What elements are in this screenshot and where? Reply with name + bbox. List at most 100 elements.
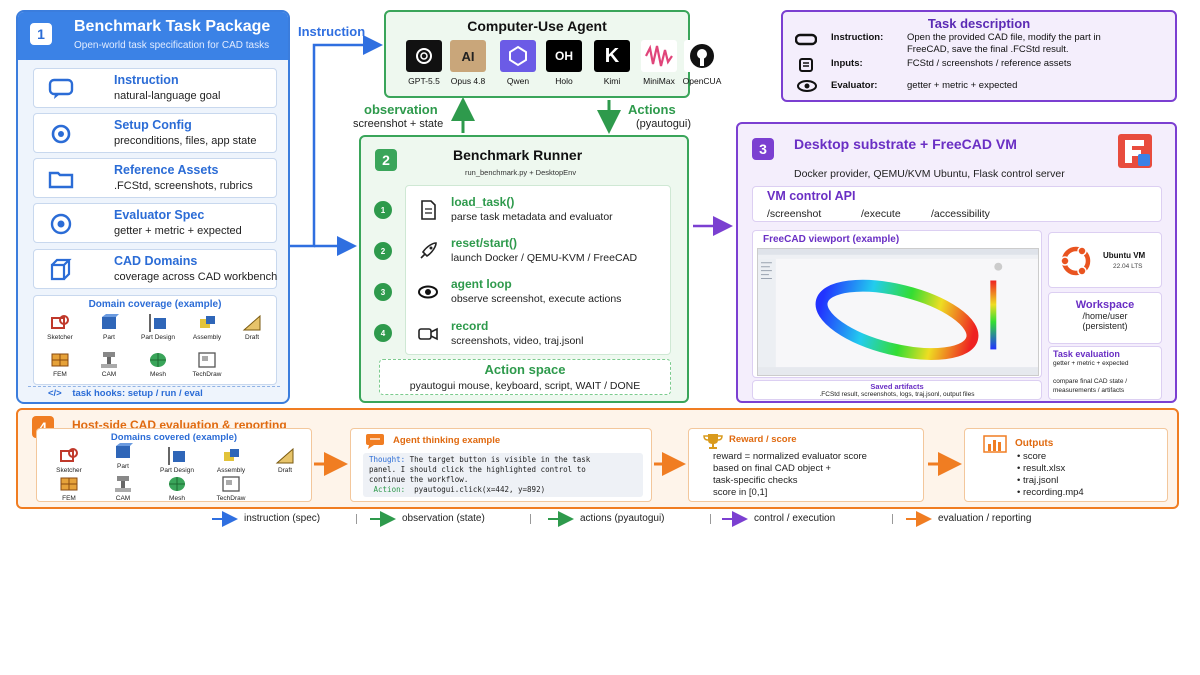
holo-logo-icon: OH: [546, 40, 582, 72]
domain-techdraw: TechDraw: [207, 475, 255, 502]
observation-arrow-label: observation: [364, 102, 438, 117]
part-design-icon: [149, 314, 166, 332]
endpoint-screenshot: /screenshot: [767, 208, 822, 220]
techdraw-icon: [222, 476, 240, 492]
domain-coverage-box: Domain coverage (example) Sketcher Part …: [33, 295, 277, 385]
sketcher-icon: [60, 448, 78, 462]
outputs-box: Outputs • score • result.xlsx • traj.jso…: [964, 428, 1168, 502]
domain-fem: FEM: [36, 351, 84, 378]
domain-draft: Draft: [261, 447, 309, 474]
openai-logo-icon: [406, 40, 442, 72]
reward-score-title: Reward / score: [729, 434, 797, 445]
desktop-substrate-title: Desktop substrate + FreeCAD VM: [794, 136, 1017, 152]
runner-title: Benchmark Runner: [453, 147, 583, 163]
legend-separator: [530, 514, 531, 524]
action-space-title: Action space: [484, 362, 566, 377]
document-icon: [421, 200, 436, 220]
domain-fem: FEM: [45, 475, 93, 502]
model-holo: OH Holo: [544, 40, 584, 86]
outputs-title: Outputs: [1015, 438, 1054, 449]
legend-actions: actions (pyautogui): [580, 513, 665, 524]
github-logo-icon: [684, 40, 720, 72]
assembly-icon: [200, 316, 215, 328]
runner-subtitle: run_benchmark.py + DesktopEnv: [465, 168, 577, 177]
domain-cam: CAM: [99, 475, 147, 502]
eye-icon: [797, 80, 817, 92]
task-evaluation-title: Task evaluation: [1053, 349, 1120, 359]
target-icon: [50, 213, 72, 235]
model-kimi: K Kimi: [592, 40, 632, 86]
reference-assets-sub: .FCStd, screenshots, rubrics: [114, 180, 253, 192]
vm-control-api-box: VM control API /screenshot /execute /acc…: [752, 186, 1162, 222]
saved-artifacts-sub: .FCStd result, screenshots, logs, traj.j…: [819, 391, 975, 398]
task-description-panel: Task description Instruction: Open the p…: [781, 10, 1177, 102]
reference-assets-title: Reference Assets: [114, 163, 219, 177]
instruction-arrow-label: Instruction: [298, 24, 366, 39]
step-3-dot: 3: [374, 283, 392, 301]
chat-icon: [795, 33, 817, 46]
domain-mesh: Mesh: [153, 475, 201, 502]
setup-config-sub: preconditions, files, app state: [114, 135, 257, 147]
domain-sketcher: Sketcher: [36, 314, 84, 341]
legend-separator: [356, 514, 357, 524]
step-1-dot: 1: [374, 201, 392, 219]
endpoint-accessibility: /accessibility: [931, 208, 990, 220]
techdraw-icon: [198, 352, 216, 368]
domains-covered-box: Domains covered (example) Sketcher Part …: [36, 428, 312, 502]
domain-part: Part: [85, 314, 133, 341]
step-4-dot: 4: [374, 324, 392, 342]
saved-artifacts-title: Saved artifacts: [870, 382, 924, 391]
evaluation-reporting-panel: 4 Host-side CAD evaluation & reporting D…: [16, 408, 1179, 509]
domain-assembly: Assembly: [207, 447, 255, 474]
output-item: • recording.mp4: [1017, 487, 1084, 498]
domain-techdraw: TechDraw: [183, 351, 231, 378]
output-item: • score: [1017, 451, 1047, 462]
reference-assets-card: Reference Assets .FCStd, screenshots, ru…: [33, 158, 277, 198]
evaluator-spec-card: Evaluator Spec getter + metric + expecte…: [33, 203, 277, 243]
agent-title: Computer-Use Agent: [467, 18, 607, 34]
cam-icon: [115, 476, 131, 492]
draft-icon: [242, 314, 261, 331]
mesh-icon: [150, 353, 166, 367]
freecad-viewport-box: FreeCAD viewport (example): [752, 230, 1042, 378]
freecad-viewport-title: FreeCAD viewport (example): [763, 234, 900, 245]
instruction-card-sub: natural-language goal: [114, 90, 221, 102]
agent-thinking-box: Agent thinking example Thought: The targ…: [350, 428, 652, 502]
cad-domains-card: CAD Domains coverage across CAD workbenc…: [33, 249, 277, 289]
panel-number-badge: 3: [752, 138, 774, 160]
desktop-substrate-sub: Docker provider, QEMU/KVM Ubuntu, Flask …: [794, 168, 1065, 180]
reward-line: reward = normalized evaluator score: [713, 451, 867, 462]
domains-covered-title: Domains covered (example): [110, 432, 238, 443]
cube-icon: [50, 258, 72, 281]
legend-evaluation: evaluation / reporting: [938, 513, 1032, 524]
instruction-card: Instruction natural-language goal: [33, 68, 277, 108]
legend-instruction: instruction (spec): [244, 513, 321, 524]
step-2-dot: 2: [374, 242, 392, 260]
folder-icon: [48, 171, 74, 189]
actions-arrow-label: Actions: [628, 102, 676, 117]
runner-steps-box: [405, 185, 671, 355]
ubuntu-logo-icon: [1060, 246, 1091, 276]
reward-line: based on final CAD object +: [713, 463, 832, 474]
draft-icon: [275, 447, 294, 464]
legend-observation: observation (state): [402, 513, 485, 524]
freecad-logo-icon: [1118, 134, 1152, 168]
panel-number-badge: 2: [375, 149, 397, 171]
panel-number-badge: 1: [30, 23, 52, 45]
sketcher-icon: [51, 315, 69, 329]
instruction-arrow: [290, 35, 383, 248]
ubuntu-vm-title: Ubuntu VM: [1103, 251, 1146, 260]
reward-line: score in [0,1]: [713, 487, 768, 498]
reward-score-box: Reward / score reward = normalized evalu…: [688, 428, 924, 502]
observation-arrow-sub: screenshot + state: [353, 118, 444, 130]
pipeline-arrows: [314, 452, 962, 476]
domain-part: Part: [99, 443, 147, 470]
fem-icon: [51, 353, 69, 367]
output-item: • traj.jsonl: [1017, 475, 1059, 486]
model-gpt: GPT-5.5: [404, 40, 444, 86]
task-package-title: Benchmark Task Package: [74, 18, 271, 35]
task-package-subtitle: Open-world task specification for CAD ta…: [74, 40, 270, 51]
setup-config-title: Setup Config: [114, 118, 192, 132]
task-package-header: 1 Benchmark Task Package Open-world task…: [18, 12, 288, 60]
